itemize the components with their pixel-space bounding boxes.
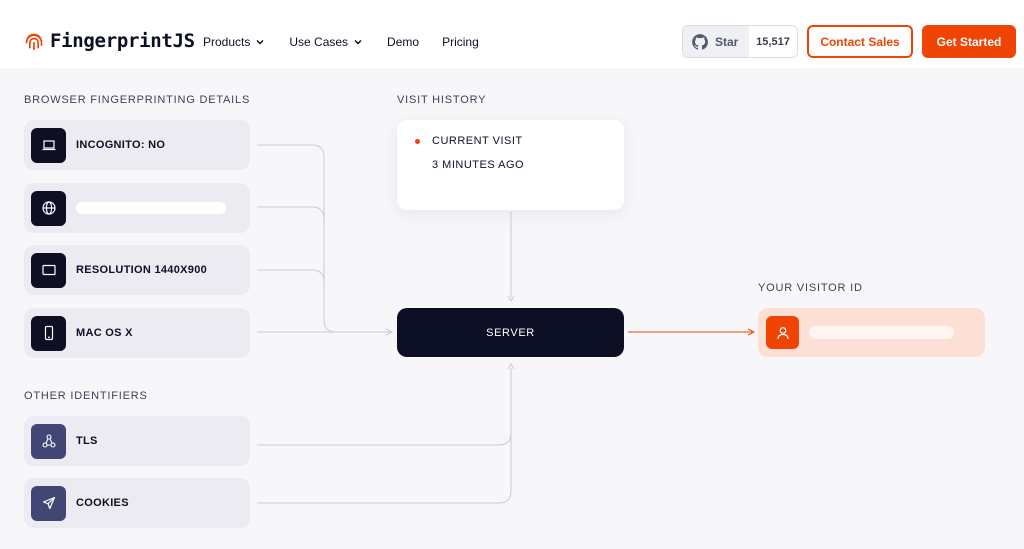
detail-card-ip	[24, 183, 250, 233]
phone-icon	[31, 315, 66, 351]
current-visit-row: CURRENT VISIT	[415, 135, 523, 147]
contact-sales-button[interactable]: Contact Sales	[807, 25, 913, 58]
detail-card-incognito: INCOGNITO: NO	[24, 120, 250, 170]
server-box: SERVER	[397, 308, 624, 357]
github-icon	[692, 33, 708, 50]
visit-history-card: CURRENT VISIT 3 MINUTES AGO	[397, 120, 624, 210]
github-star: Star	[683, 26, 749, 57]
star-count: 15,517	[756, 35, 790, 48]
nav-products-label: Products	[203, 35, 251, 49]
nav-pricing-label: Pricing	[442, 35, 479, 49]
details-section-title: BROWSER FINGERPRINTING DETAILS	[24, 94, 251, 106]
fingerprint-icon	[25, 33, 43, 51]
github-star-button[interactable]: Star 15,517	[682, 25, 798, 58]
visitor-id-redacted	[809, 326, 954, 339]
send-icon	[31, 485, 66, 521]
visitor-id-card	[758, 308, 985, 357]
visit-time: 3 MINUTES AGO	[432, 159, 525, 171]
redacted-value	[76, 202, 226, 215]
other-section-title: OTHER IDENTIFIERS	[24, 390, 148, 402]
chevron-down-icon	[256, 39, 264, 45]
user-icon	[766, 316, 799, 349]
nav-demo-label: Demo	[387, 35, 420, 49]
current-visit-label: CURRENT VISIT	[432, 135, 523, 147]
globe-icon	[31, 190, 66, 226]
status-dot	[415, 138, 420, 144]
nav-pricing[interactable]: Pricing	[442, 35, 479, 49]
monitor-icon	[31, 252, 66, 288]
nav-use-cases[interactable]: Use Cases	[289, 35, 363, 49]
identifier-card-tls: TLS	[24, 416, 250, 466]
nav-products[interactable]: Products	[203, 35, 265, 49]
detail-label-redacted	[76, 202, 226, 215]
nav-demo[interactable]: Demo	[387, 35, 419, 49]
main-nav: Products Use Cases Demo Pricing	[203, 35, 503, 49]
top-navbar: FingerprintJS Products Use Cases Demo Pr…	[0, 0, 1024, 68]
logo-text: FingerprintJS	[50, 30, 195, 52]
star-label: Star	[715, 34, 739, 49]
identifier-card-cookies: COOKIES	[24, 478, 250, 528]
detail-label: INCOGNITO: NO	[76, 139, 166, 151]
detail-label: RESOLUTION 1440X900	[76, 264, 208, 276]
detail-card-os: MAC OS X	[24, 308, 250, 358]
visitor-section-title: YOUR VISITOR ID	[758, 282, 863, 294]
nav-use-cases-label: Use Cases	[289, 35, 349, 49]
logo[interactable]: FingerprintJS	[24, 30, 195, 52]
server-label: SERVER	[486, 326, 535, 339]
network-icon	[31, 423, 66, 459]
history-section-title: VISIT HISTORY	[397, 94, 487, 106]
detail-card-resolution: RESOLUTION 1440X900	[24, 245, 250, 295]
chevron-down-icon	[354, 39, 362, 45]
get-started-button[interactable]: Get Started	[922, 25, 1016, 58]
laptop-icon	[31, 127, 66, 163]
identifier-label: TLS	[76, 435, 98, 447]
detail-label: MAC OS X	[76, 327, 133, 339]
identifier-label: COOKIES	[76, 497, 129, 509]
